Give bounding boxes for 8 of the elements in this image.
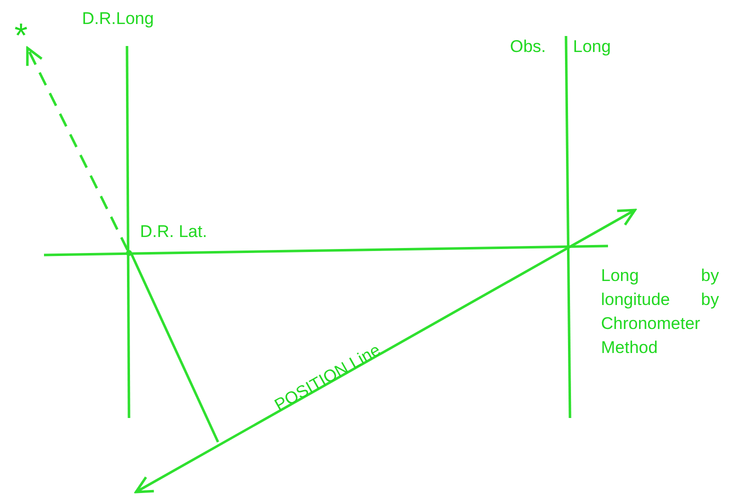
star-symbol: * — [10, 22, 32, 48]
arrow — [26, 46, 129, 251]
axis-label: D.R.Long — [82, 8, 154, 29]
axis-label: Long — [573, 36, 611, 57]
note-text: Long by longitude by Chronometer Method — [601, 265, 719, 359]
position-point — [126, 250, 132, 256]
axis-label: Obs. — [510, 36, 546, 57]
axis-label: D.R. Lat. — [140, 221, 208, 242]
